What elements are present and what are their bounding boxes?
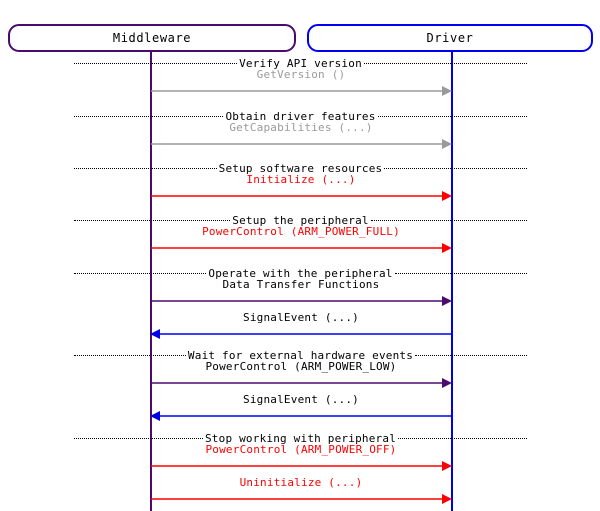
section-separator: Setup the peripheral: [74, 213, 528, 227]
section-caption: Verify API version: [237, 56, 364, 70]
separator-rule-right: [363, 62, 527, 64]
message-arrow-container: [150, 457, 452, 471]
lifeline-driver: [451, 52, 453, 511]
message-label: Data Transfer Functions: [222, 278, 380, 291]
message-label: GetCapabilities (...): [229, 121, 373, 134]
separator-rule-right: [370, 219, 528, 221]
message-label: Initialize (...): [246, 173, 356, 186]
message[interactable]: PowerControl (ARM_POWER_FULL): [150, 225, 452, 253]
message-label: SignalEvent (...): [243, 311, 359, 324]
message-arrow-right: [151, 139, 452, 149]
message-arrow-container: [150, 82, 452, 96]
message-label: SignalEvent (...): [243, 393, 359, 406]
separator-rule-right: [384, 167, 527, 169]
separator-rule-left: [74, 115, 224, 117]
message-arrow-container: [150, 407, 452, 421]
actor-box-driver[interactable]: Driver: [307, 24, 593, 52]
section-separator: Verify API version: [74, 56, 527, 70]
message[interactable]: Initialize (...): [150, 173, 452, 201]
message-arrow-left: [150, 411, 451, 421]
section-separator: Stop working with peripheral: [74, 431, 528, 445]
message[interactable]: GetCapabilities (...): [150, 121, 452, 149]
message-arrow-container: [150, 374, 452, 388]
actor-label-driver: Driver: [426, 31, 474, 45]
message[interactable]: Uninitialize (...): [150, 476, 452, 504]
separator-rule-left: [74, 354, 186, 356]
separator-rule-right: [398, 437, 528, 439]
message[interactable]: SignalEvent (...): [150, 311, 452, 339]
message-arrow-container: [150, 292, 452, 306]
section-caption: Setup software resources: [216, 161, 385, 175]
message-arrow-right: [151, 296, 452, 306]
actor-box-middleware[interactable]: Middleware: [8, 24, 296, 52]
message-arrow-container: [150, 135, 452, 149]
message[interactable]: GetVersion (): [150, 68, 452, 96]
separator-rule-right: [394, 272, 527, 274]
lifeline-middleware: [150, 52, 152, 511]
message-arrow-right: [151, 86, 452, 96]
section-caption: Obtain driver features: [223, 109, 378, 123]
message-label: PowerControl (ARM_POWER_LOW): [205, 360, 397, 373]
section-caption: Stop working with peripheral: [202, 431, 399, 445]
separator-rule-left: [74, 437, 203, 439]
section-caption: Operate with the peripheral: [206, 266, 395, 280]
message[interactable]: PowerControl (ARM_POWER_OFF): [150, 443, 452, 471]
separator-rule-left: [74, 272, 207, 274]
message-arrow-right: [151, 494, 452, 504]
message[interactable]: SignalEvent (...): [150, 393, 452, 421]
message-arrow-container: [150, 490, 452, 504]
message-arrow-container: [150, 325, 452, 339]
section-separator: Setup software resources: [74, 161, 527, 175]
message-arrow-right: [151, 378, 452, 388]
section-separator: Operate with the peripheral: [74, 266, 527, 280]
section-separator: Wait for external hardware events: [74, 348, 527, 362]
message-arrow-container: [150, 187, 452, 201]
separator-rule-left: [74, 219, 231, 221]
message-label: PowerControl (ARM_POWER_FULL): [202, 225, 400, 238]
actor-label-middleware: Middleware: [112, 31, 192, 45]
separator-rule-left: [74, 62, 238, 64]
message-label: PowerControl (ARM_POWER_OFF): [205, 443, 397, 456]
section-caption: Wait for external hardware events: [185, 348, 416, 362]
section-caption: Setup the peripheral: [230, 213, 371, 227]
message-label: Uninitialize (...): [239, 476, 363, 489]
message[interactable]: Data Transfer Functions: [150, 278, 452, 306]
separator-rule-right: [415, 354, 527, 356]
section-separator: Obtain driver features: [74, 109, 528, 123]
message[interactable]: PowerControl (ARM_POWER_LOW): [150, 360, 452, 388]
message-label: GetVersion (): [256, 68, 346, 81]
separator-rule-left: [74, 167, 217, 169]
message-arrow-left: [150, 329, 451, 339]
message-arrow-right: [151, 243, 452, 253]
message-arrow-right: [151, 191, 452, 201]
separator-rule-right: [377, 115, 528, 117]
message-arrow-container: [150, 239, 452, 253]
message-arrow-right: [151, 461, 452, 471]
